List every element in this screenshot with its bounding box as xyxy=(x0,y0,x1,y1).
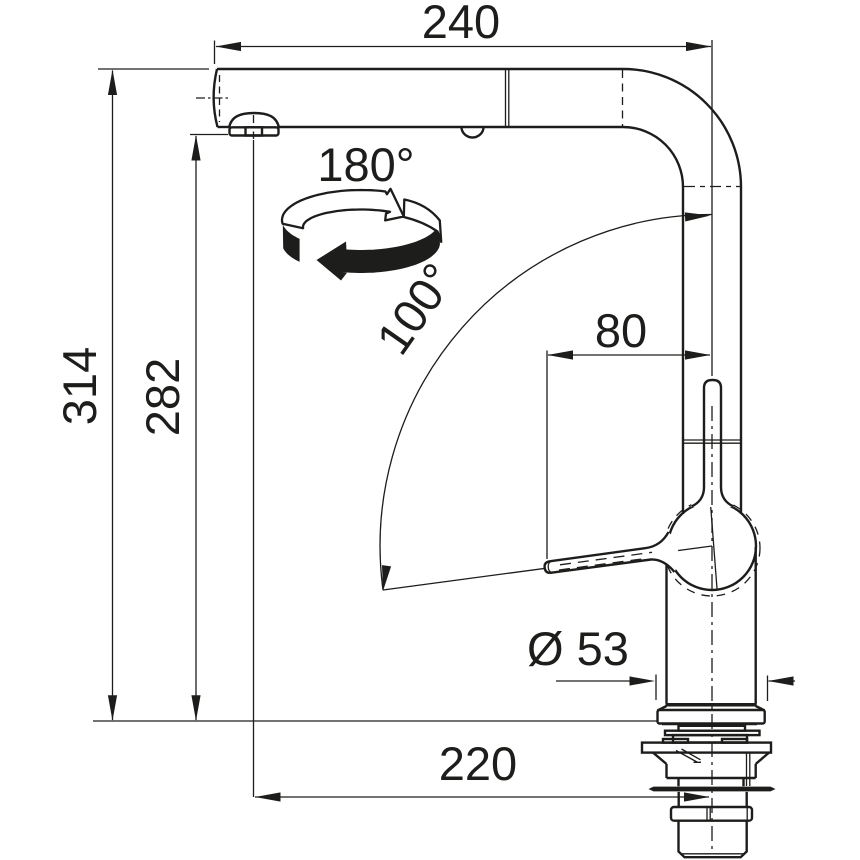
centre-lines xyxy=(252,40,713,850)
rotation-band-left-segment xyxy=(282,224,300,262)
dim80-arrow-left xyxy=(547,350,573,360)
handle-hidden-lines xyxy=(558,551,653,571)
mounting-stud-right xyxy=(745,752,751,786)
swivel-arc xyxy=(379,213,713,591)
ball-swept-envelope-dashed xyxy=(663,499,761,597)
swivel-arrow-bottom xyxy=(381,565,392,591)
dim220-arrow-right xyxy=(684,792,710,802)
dim282-arrow-top xyxy=(191,135,201,161)
dim240-label: 240 xyxy=(422,0,500,48)
dimension-diameter-53: Ø 53 xyxy=(527,622,795,701)
base-flange xyxy=(656,708,766,725)
swivel-angle-100: 100° xyxy=(366,212,713,591)
rotation-band-end-face xyxy=(402,198,443,243)
mounting-bracket xyxy=(640,741,773,754)
swivel-arrow-top xyxy=(684,212,711,222)
block-sides xyxy=(665,764,757,780)
faucet-outline xyxy=(196,67,761,704)
nut-face-lines xyxy=(706,807,748,821)
handle-tip-inner-line xyxy=(547,560,553,574)
rod-flares xyxy=(690,487,735,508)
mounting-screw-diagonal xyxy=(675,748,701,763)
mounting-plate xyxy=(648,786,776,792)
spout-inner-edge xyxy=(279,125,685,188)
inlet-shank xyxy=(677,820,748,859)
head-joint-line xyxy=(504,69,510,127)
dim80-arrow-right xyxy=(685,350,711,360)
rotation-symbol-180: 180° xyxy=(280,138,443,281)
dim53-label: Ø 53 xyxy=(527,622,629,675)
riser-pipe xyxy=(681,187,743,514)
spray-outlet xyxy=(227,111,281,139)
mounting-base xyxy=(640,703,776,859)
dimension-282: 282 xyxy=(136,133,228,721)
bracket-bevels xyxy=(652,751,770,765)
body-cylinder xyxy=(665,546,757,704)
dim220-arrow-left xyxy=(255,792,281,802)
dim53-arrow-left xyxy=(629,676,655,686)
neck-lower xyxy=(677,791,748,807)
body-bottom-edge xyxy=(665,703,757,707)
neck-upper xyxy=(677,778,745,787)
lever-handle xyxy=(543,531,680,575)
body-sides xyxy=(665,547,757,704)
dimension-240: 240 xyxy=(213,0,712,64)
dim314-arrow-top xyxy=(107,69,118,95)
spout-outer-edge xyxy=(217,67,743,188)
rod-outline xyxy=(702,378,723,488)
dimensions: 240 314 282 80 xyxy=(53,0,795,802)
handle-bottom-edge xyxy=(549,558,676,575)
aerator-dome xyxy=(227,111,281,129)
dim314-label: 314 xyxy=(53,347,106,425)
dim220-label: 220 xyxy=(439,737,517,790)
rotation-ribbon-arrow-cw xyxy=(280,187,405,230)
dim282-arrow-bottom xyxy=(191,695,201,721)
handle-top-edge xyxy=(549,531,670,563)
handle-tip-cap xyxy=(543,560,550,575)
dim314-arrow-bottom xyxy=(107,695,118,721)
dim240-arrow-right xyxy=(686,41,712,52)
release-button xyxy=(460,126,485,139)
dimension-314: 314 xyxy=(53,68,209,721)
dim80-label: 80 xyxy=(595,304,647,357)
dim240-arrow-left xyxy=(215,41,241,52)
dimension-220: 220 xyxy=(255,737,710,802)
rotation-angle-label: 180° xyxy=(317,138,414,191)
dim53-arrow-right xyxy=(768,676,794,686)
dim282-label: 282 xyxy=(136,358,189,436)
rotation-band-arrow-ccw xyxy=(316,221,440,281)
spout xyxy=(196,67,743,188)
dimension-80: 80 xyxy=(546,304,711,559)
